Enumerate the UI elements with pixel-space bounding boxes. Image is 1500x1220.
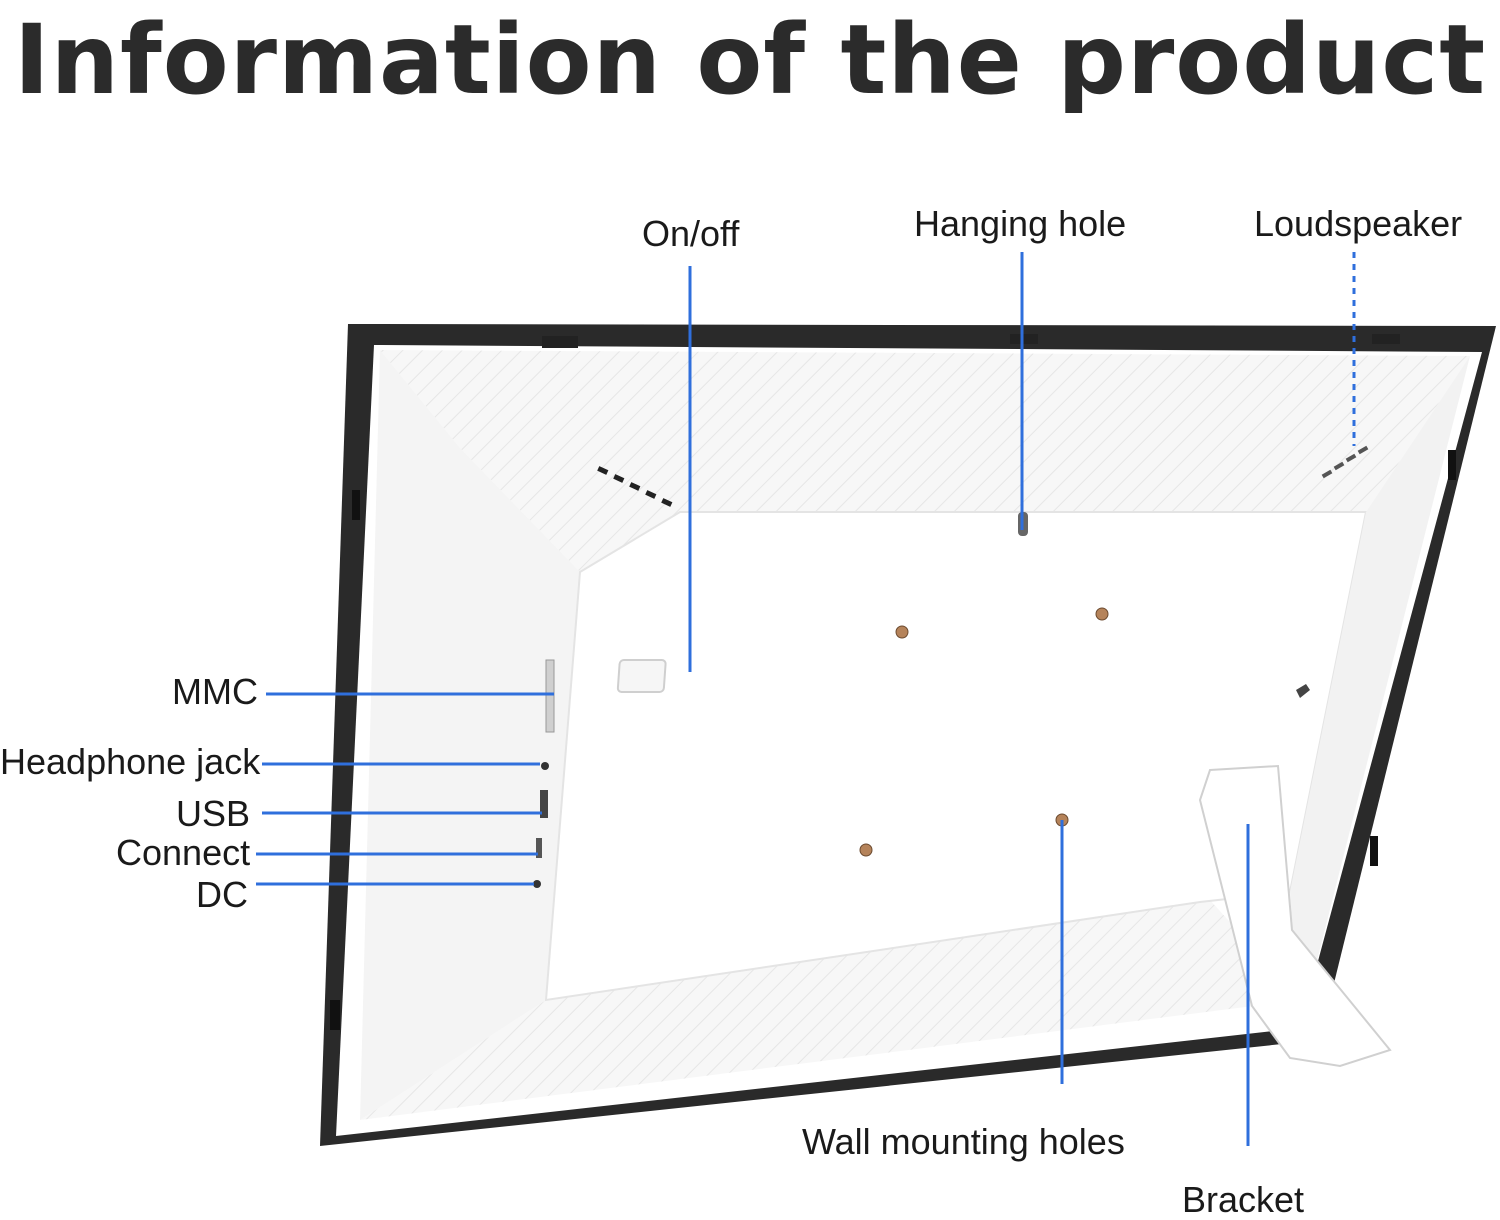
dc-port [533, 880, 541, 888]
callout-lines [256, 252, 1356, 1146]
label-bracket: Bracket [1182, 1179, 1305, 1220]
speaker-vent-right [1321, 445, 1369, 479]
usb-port [540, 790, 548, 818]
left-clip-upper [352, 490, 360, 520]
label-loudspeaker: Loudspeaker [1254, 203, 1463, 244]
bottom-bevel [360, 900, 1300, 1120]
right-clip [1448, 450, 1456, 480]
page-title: Information of the product [13, 4, 1487, 116]
top-clip-right [1372, 334, 1400, 344]
speaker-vent-left [597, 466, 673, 507]
headphone-port [541, 762, 549, 770]
keyhole [1296, 684, 1310, 698]
label-hanging-hole: Hanging hole [914, 203, 1127, 244]
right-clip-lower [1370, 836, 1378, 866]
wall-mount-screws [859, 607, 1109, 857]
top-clip-left [542, 336, 578, 348]
top-bevel [380, 350, 1470, 572]
label-headphone-jack: Headphone jack [0, 741, 261, 782]
label-connect: Connect [116, 832, 251, 873]
right-bevel [1290, 356, 1470, 1028]
connect-port [536, 838, 542, 858]
label-mmc: MMC [172, 671, 258, 712]
left-bevel [360, 350, 580, 1120]
top-clip-center [1010, 334, 1038, 344]
label-wall-mounting-holes: Wall mounting holes [802, 1121, 1125, 1162]
mmc-slot [545, 659, 555, 733]
label-dc: DC [196, 874, 248, 915]
label-usb: USB [176, 793, 251, 834]
left-clip-lower [330, 1000, 340, 1030]
power-button [616, 659, 667, 693]
label-on-off: On/off [642, 213, 740, 254]
